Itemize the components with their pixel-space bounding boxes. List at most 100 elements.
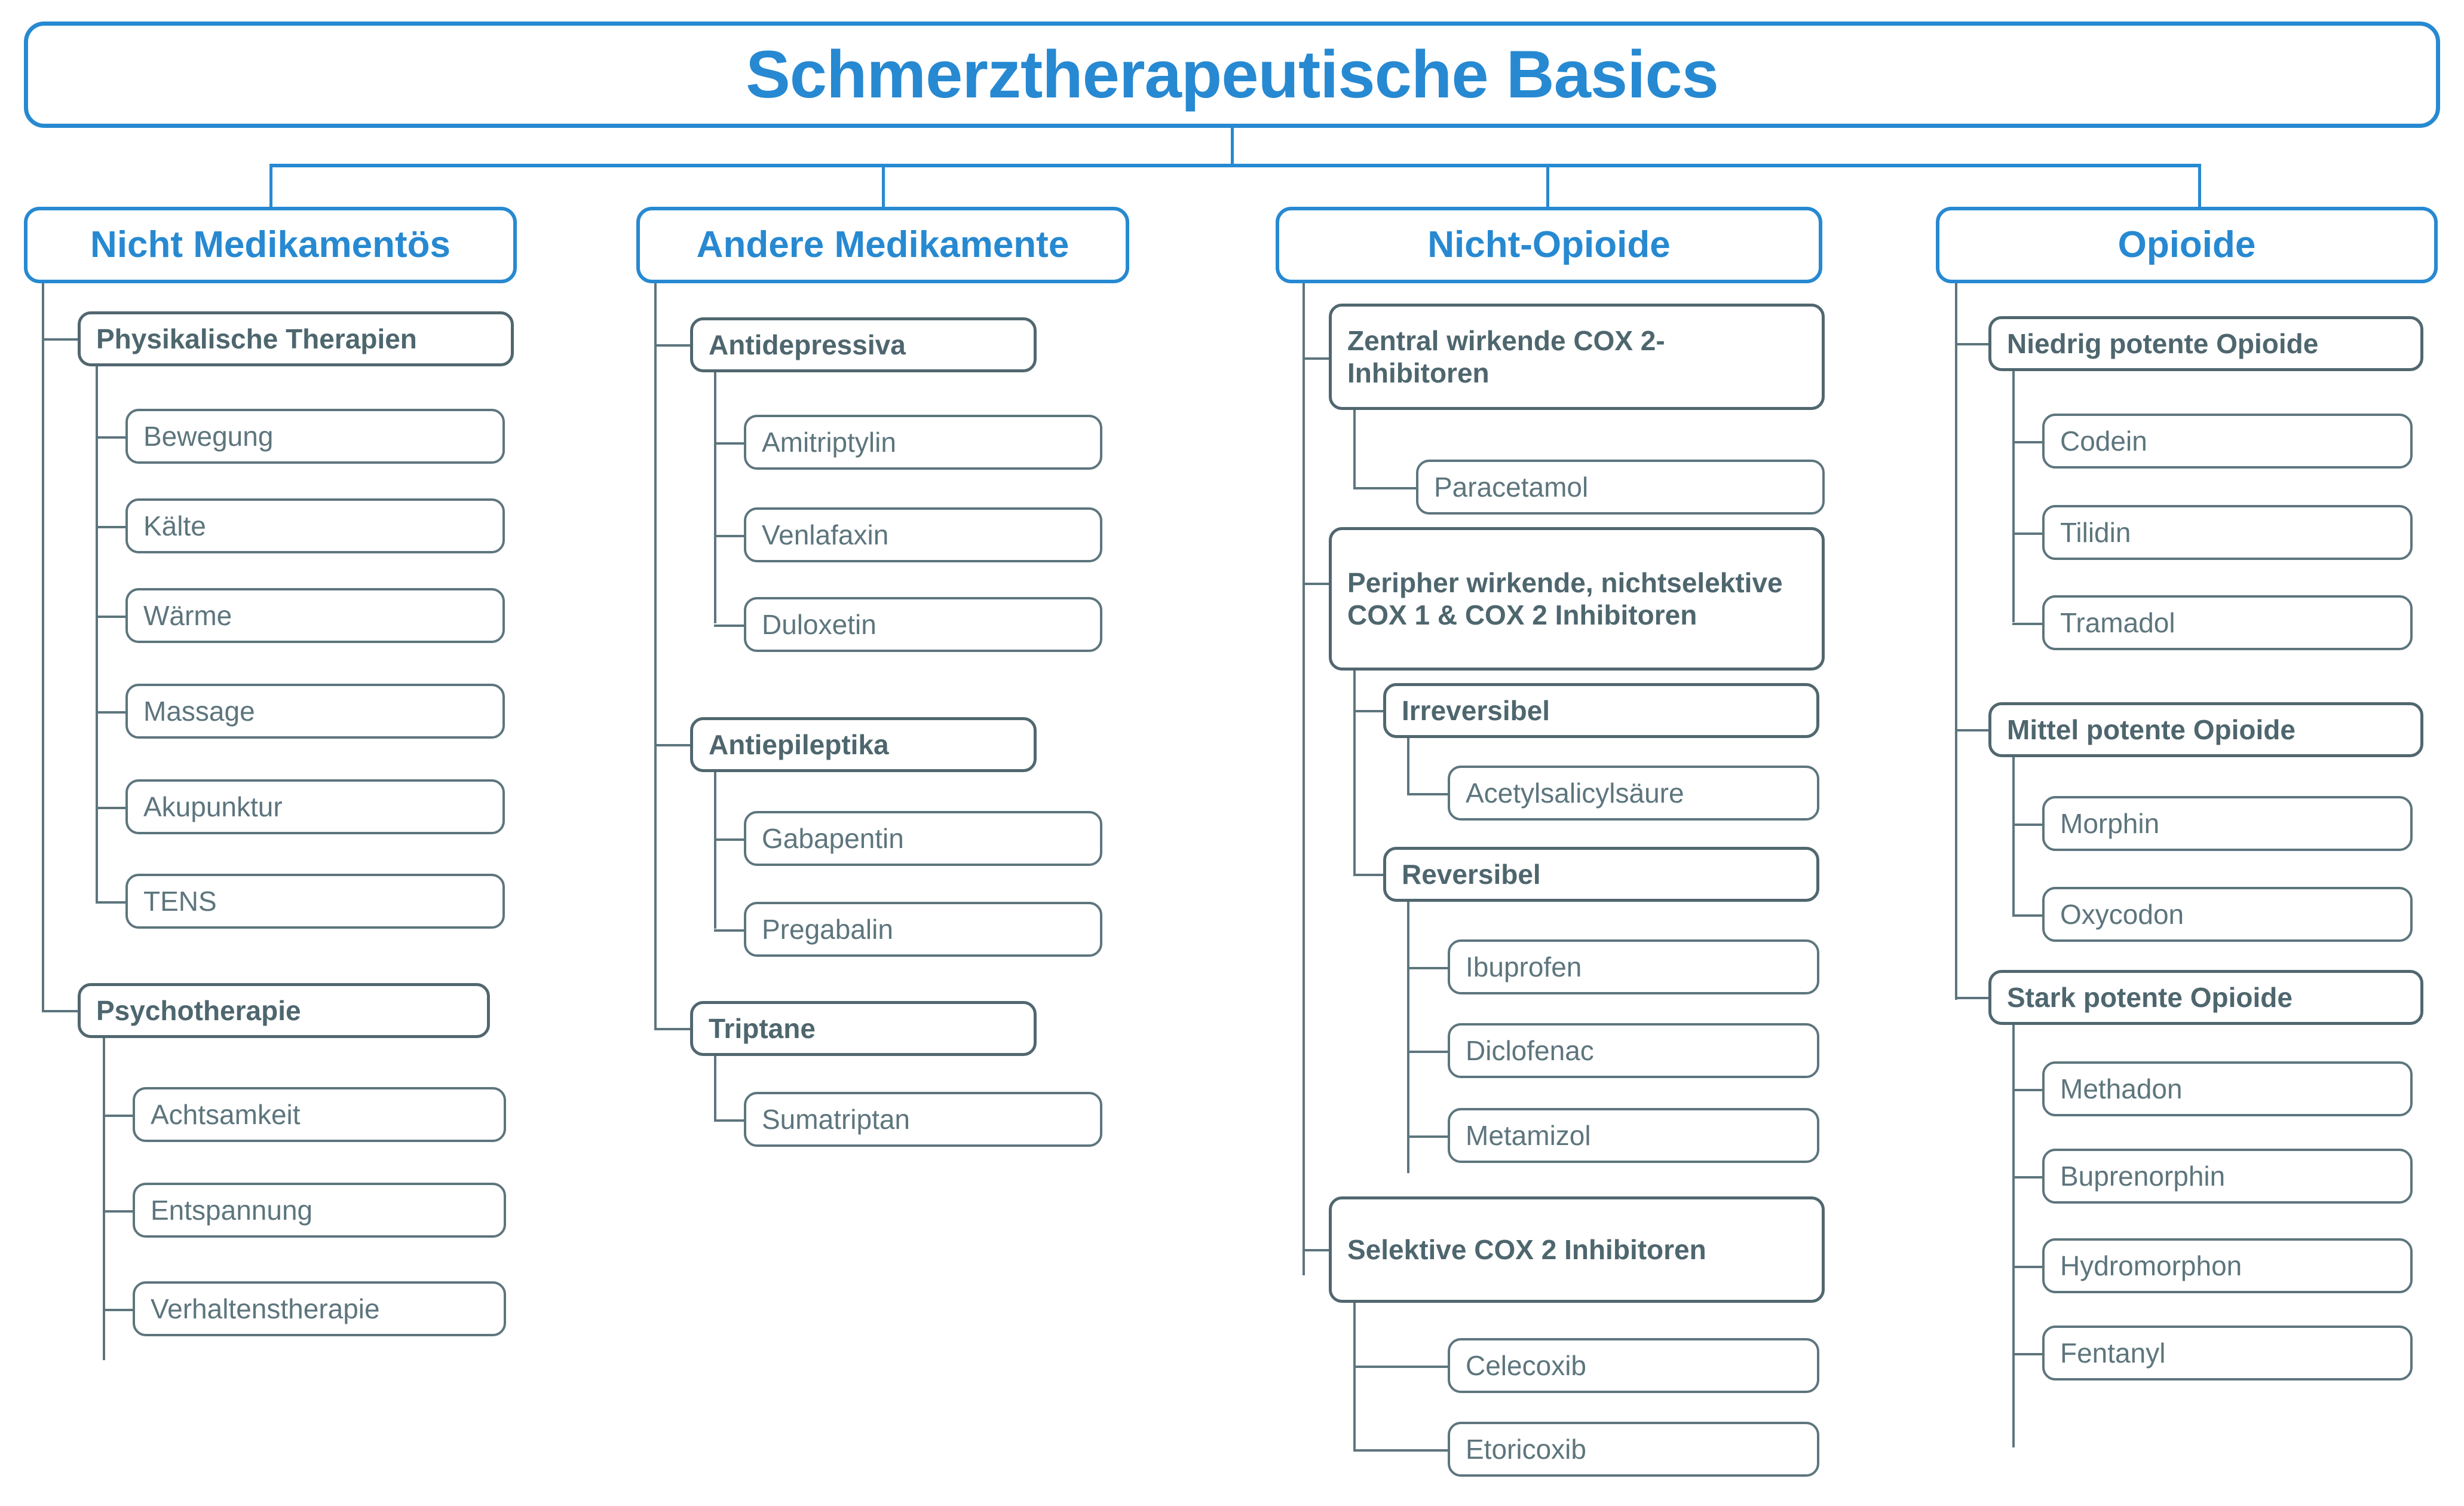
leaf-label: Akupunktur xyxy=(143,791,283,822)
leaf-label: Kälte xyxy=(143,510,206,541)
c4-g0-stub xyxy=(1955,343,1990,345)
leaf-node[interactable]: Tramadol xyxy=(2042,595,2413,650)
group-psychotherapie[interactable]: Psychotherapie xyxy=(78,983,490,1038)
root-drop-line-1 xyxy=(269,164,272,207)
group-physikalische-therapien[interactable]: Physikalische Therapien xyxy=(78,311,514,366)
c1-g0-stub xyxy=(42,338,79,341)
branch-head-opioide[interactable]: Opioide xyxy=(1936,207,2438,283)
leaf-node[interactable]: Kälte xyxy=(125,498,505,553)
leaf-node[interactable]: Ibuprofen xyxy=(1448,939,1819,994)
c2-g1-stub-0 xyxy=(714,838,745,841)
branch-head-andere-medikamente[interactable]: Andere Medikamente xyxy=(636,207,1129,283)
group-triptane[interactable]: Triptane xyxy=(690,1001,1037,1056)
leaf-label: Entspannung xyxy=(151,1194,313,1226)
leaf-node[interactable]: Metamizol xyxy=(1448,1108,1819,1163)
leaf-node[interactable]: Sumatriptan xyxy=(744,1092,1102,1147)
group-antiepileptika[interactable]: Antiepileptika xyxy=(690,717,1037,772)
leaf-label: Bewegung xyxy=(143,420,274,452)
leaf-node[interactable]: Methadon xyxy=(2042,1061,2413,1116)
leaf-node[interactable]: Paracetamol xyxy=(1416,460,1825,515)
c2-g0-trunk xyxy=(714,372,716,623)
c3-g0-stub xyxy=(1303,357,1330,360)
leaf-node[interactable]: Massage xyxy=(125,684,505,739)
leaf-node[interactable]: Verhaltenstherapie xyxy=(133,1281,506,1336)
leaf-node[interactable]: Achtsamkeit xyxy=(133,1087,506,1142)
c2-g0-stub-1 xyxy=(714,535,745,537)
group-label: Physikalische Therapien xyxy=(96,323,417,354)
leaf-label: Fentanyl xyxy=(2060,1337,2166,1369)
group-antidepressiva[interactable]: Antidepressiva xyxy=(690,317,1037,372)
leaf-node[interactable]: Duloxetin xyxy=(744,597,1102,652)
leaf-node[interactable]: Buprenorphin xyxy=(2042,1149,2413,1204)
leaf-label: Verhaltenstherapie xyxy=(151,1293,380,1324)
group-label: Selektive COX 2 Inhibitoren xyxy=(1347,1233,1706,1265)
subgroup-reversibel[interactable]: Reversibel xyxy=(1383,847,1819,902)
root-node[interactable]: Schmerztherapeutische Basics xyxy=(24,22,2440,128)
leaf-node[interactable]: Etoricoxib xyxy=(1448,1422,1819,1477)
leaf-node[interactable]: Celecoxib xyxy=(1448,1338,1819,1393)
c2-g0-stub-2 xyxy=(714,625,745,627)
leaf-node[interactable]: Wärme xyxy=(125,588,505,643)
c1-g1-stub-a xyxy=(103,1115,134,1117)
leaf-label: Pregabalin xyxy=(762,913,893,945)
leaf-node[interactable]: Codein xyxy=(2042,414,2413,469)
c3-trunk-line xyxy=(1303,283,1305,1275)
leaf-label: Sumatriptan xyxy=(762,1103,911,1135)
branch-head-nicht-opioide[interactable]: Nicht-Opioide xyxy=(1276,207,1822,283)
leaf-label: Hydromorphon xyxy=(2060,1250,2242,1281)
group-selektive-cox2[interactable]: Selektive COX 2 Inhibitoren xyxy=(1329,1196,1825,1303)
c3-g2-stub-0 xyxy=(1353,1366,1449,1368)
group-mittel-potente-opioide[interactable]: Mittel potente Opioide xyxy=(1988,702,2423,757)
c2-g0-stub xyxy=(654,344,691,347)
leaf-node[interactable]: Hydromorphon xyxy=(2042,1238,2413,1293)
c4-g2-stub-3 xyxy=(2012,1353,2043,1355)
leaf-node[interactable]: Venlafaxin xyxy=(744,507,1102,562)
leaf-label: Tramadol xyxy=(2060,607,2175,638)
leaf-node[interactable]: Bewegung xyxy=(125,409,505,464)
branch-head-nicht-medikamentoes[interactable]: Nicht Medikamentös xyxy=(24,207,517,283)
c4-g2-stub xyxy=(1955,997,1990,999)
leaf-label: Paracetamol xyxy=(1434,471,1589,503)
leaf-node[interactable]: Morphin xyxy=(2042,796,2413,851)
leaf-node[interactable]: Akupunktur xyxy=(125,779,505,834)
branch-head-label: Opioide xyxy=(2117,224,2256,266)
c3-g1-s0-stub xyxy=(1353,710,1384,712)
c2-g1-stub xyxy=(654,744,691,746)
leaf-node[interactable]: Fentanyl xyxy=(2042,1326,2413,1380)
group-label: Antiepileptika xyxy=(709,728,889,760)
leaf-node[interactable]: Diclofenac xyxy=(1448,1023,1819,1078)
leaf-node[interactable]: Oxycodon xyxy=(2042,887,2413,942)
group-peripher-wirkende[interactable]: Peripher wirkende, nichtselektive COX 1 … xyxy=(1329,527,1825,671)
c4-g0-stub-2 xyxy=(2012,623,2043,625)
group-label: Stark potente Opioide xyxy=(2007,981,2293,1013)
root-bus-line xyxy=(269,164,2201,167)
group-label: Mittel potente Opioide xyxy=(2007,714,2296,745)
group-label: Triptane xyxy=(709,1012,816,1044)
leaf-node[interactable]: Entspannung xyxy=(133,1183,506,1238)
leaf-node[interactable]: Pregabalin xyxy=(744,902,1102,957)
group-zentral-wirkende-cox2[interactable]: Zentral wirkende COX 2-Inhibitoren xyxy=(1329,304,1825,410)
leaf-label: Venlafaxin xyxy=(762,519,889,550)
c1-g0-trunk xyxy=(96,366,98,903)
group-label: Peripher wirkende, nichtselektive COX 1 … xyxy=(1347,567,1783,630)
leaf-node[interactable]: Tilidin xyxy=(2042,505,2413,560)
group-stark-potente-opioide[interactable]: Stark potente Opioide xyxy=(1988,970,2423,1025)
c3-g0-stub-0 xyxy=(1353,487,1417,489)
leaf-node[interactable]: Acetylsalicylsäure xyxy=(1448,766,1819,821)
c1-g0-stub-5 xyxy=(96,901,127,904)
c3-g1-s1-stub-1 xyxy=(1407,1051,1449,1053)
c1-g1-stub-c xyxy=(103,1309,134,1311)
c3-g2-trunk xyxy=(1353,1303,1356,1452)
leaf-node[interactable]: Amitriptylin xyxy=(744,415,1102,470)
subgroup-irreversibel[interactable]: Irreversibel xyxy=(1383,683,1819,738)
c2-g2-trunk xyxy=(714,1056,716,1122)
c3-g1-s1-stub xyxy=(1353,874,1384,876)
branch-head-label: Nicht-Opioide xyxy=(1427,224,1671,266)
c2-g2-stub xyxy=(654,1028,691,1030)
c2-g2-stub-0 xyxy=(714,1119,745,1122)
group-niedrig-potente-opioide[interactable]: Niedrig potente Opioide xyxy=(1988,316,2423,371)
c3-g2-stub-1 xyxy=(1353,1449,1449,1452)
leaf-node[interactable]: TENS xyxy=(125,874,505,929)
leaf-node[interactable]: Gabapentin xyxy=(744,811,1102,866)
subgroup-label: Irreversibel xyxy=(1402,694,1550,726)
